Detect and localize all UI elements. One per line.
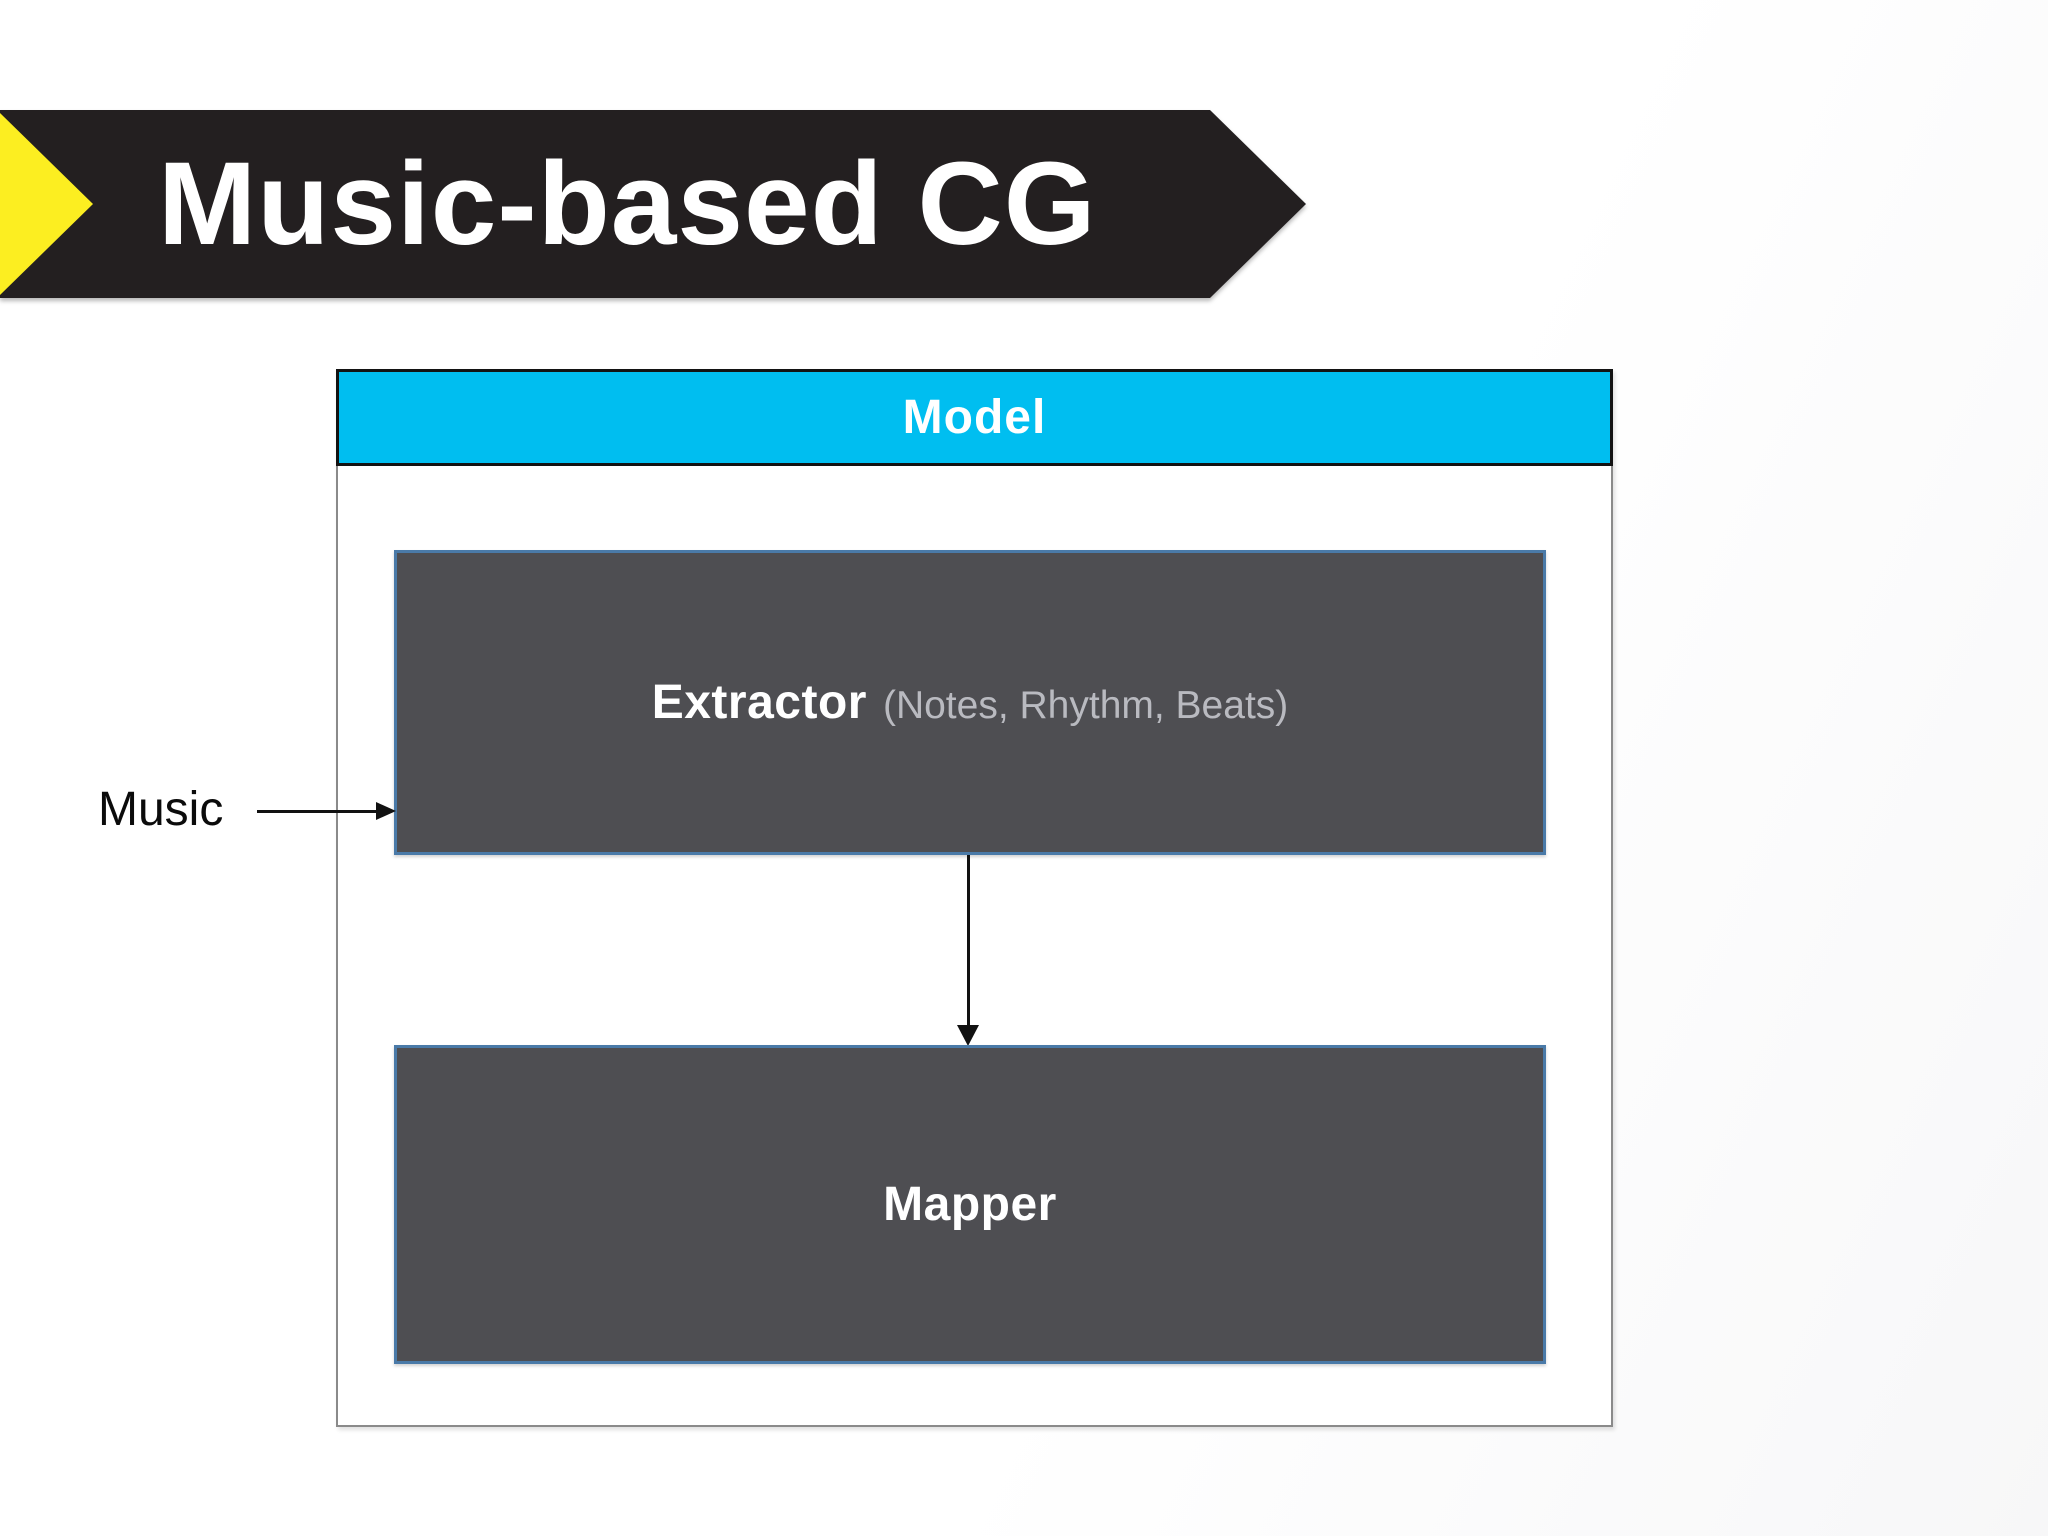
model-header-label: Model (902, 391, 1047, 444)
title-banner: Music-based CG (0, 110, 1306, 298)
extractor-to-mapper-arrowhead-icon (957, 1025, 979, 1046)
extractor-box: Extractor (Notes, Rhythm, Beats) (394, 550, 1546, 855)
extractor-to-mapper-arrow-shaft (967, 855, 970, 1027)
extractor-label-row: Extractor (Notes, Rhythm, Beats) (652, 675, 1289, 730)
music-arrow-shaft (257, 810, 377, 813)
mapper-box: Mapper (394, 1045, 1546, 1364)
mapper-label: Mapper (883, 1178, 1057, 1231)
extractor-sublabel: (Notes, Rhythm, Beats) (882, 684, 1289, 727)
banner-arrow-shape (0, 110, 1306, 298)
music-input-label: Music (98, 783, 224, 836)
music-arrowhead-icon (376, 802, 396, 820)
model-frame: Model Extractor (Notes, Rhythm, Beats) M… (336, 369, 1613, 1427)
slide-title: Music-based CG (158, 138, 1097, 270)
model-header: Model (336, 369, 1613, 466)
extractor-label: Extractor (651, 676, 867, 729)
